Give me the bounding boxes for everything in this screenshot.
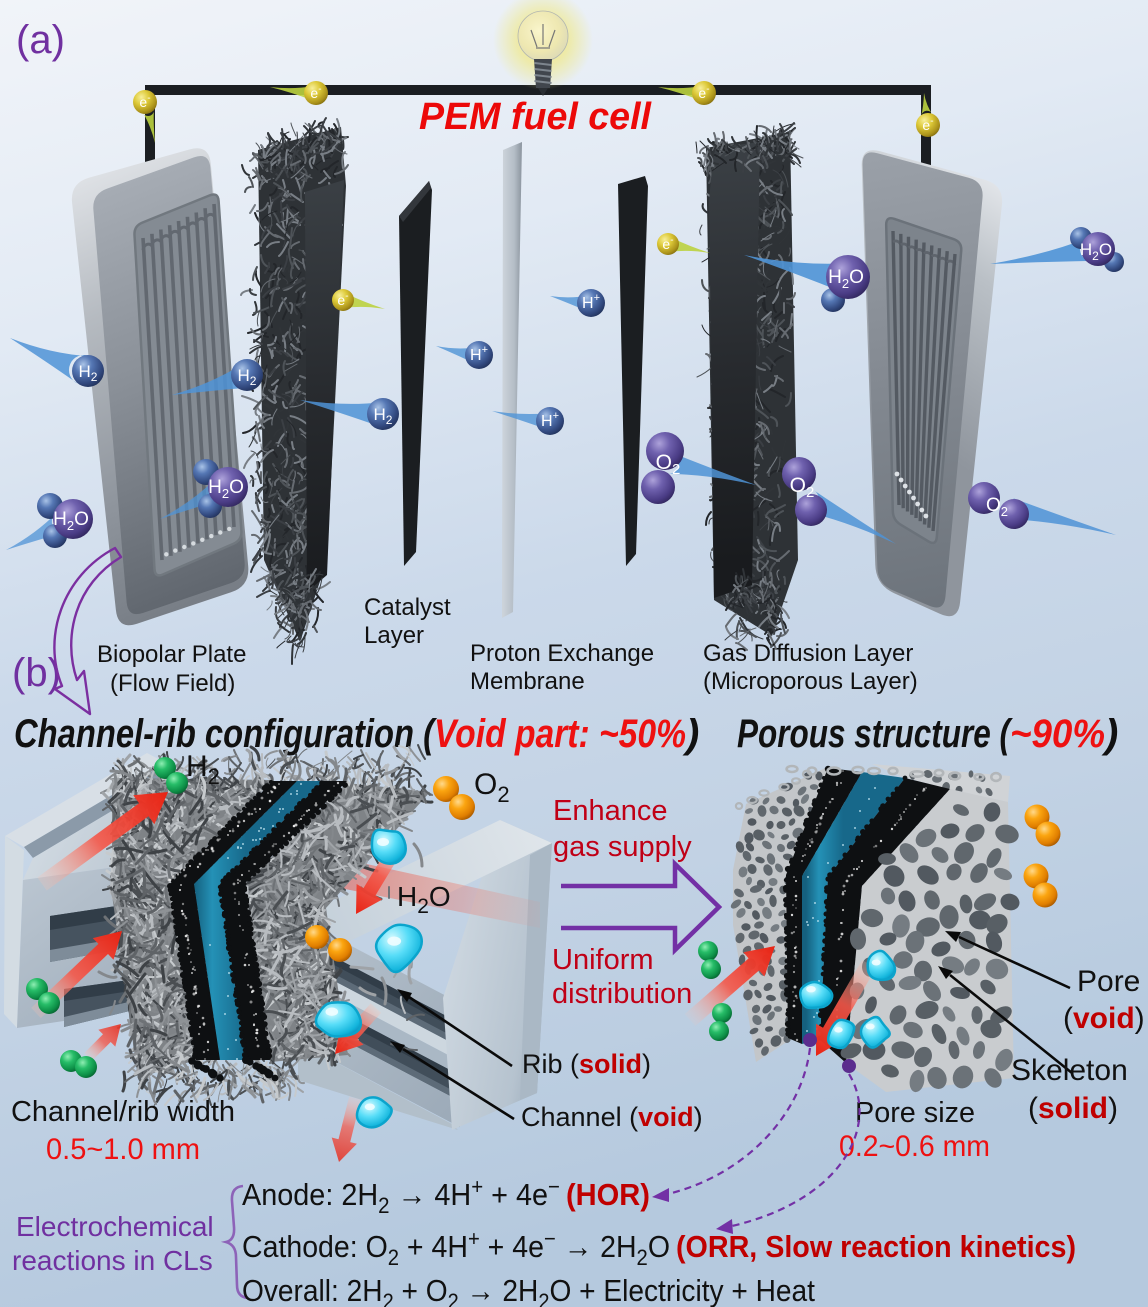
- svg-text:PEM fuel cell: PEM fuel cell: [419, 96, 652, 138]
- svg-text:Anode: 2H2 → 4H+ + 4e−: Anode: 2H2 → 4H+ + 4e−: [242, 1174, 560, 1218]
- svg-text:H2O: H2O: [1080, 240, 1112, 263]
- svg-text:Gas Diffusion Layer: Gas Diffusion Layer: [703, 640, 913, 667]
- svg-text:Porous structure (: Porous structure (: [737, 712, 1014, 756]
- svg-text:0.5~1.0 mm: 0.5~1.0 mm: [46, 1133, 200, 1166]
- svg-text:Void part: ~50%: Void part: ~50%: [434, 712, 686, 756]
- svg-text:e-: e-: [139, 93, 150, 110]
- svg-text:e-: e-: [922, 116, 933, 133]
- svg-text:Channel (void): Channel (void): [521, 1102, 703, 1132]
- svg-text:Enhance: Enhance: [553, 795, 668, 827]
- svg-text:(b): (b): [12, 651, 61, 695]
- svg-text:e-: e-: [662, 235, 673, 252]
- svg-text:(HOR): (HOR): [566, 1177, 650, 1212]
- svg-text:gas supply: gas supply: [553, 831, 692, 863]
- svg-text:e-: e-: [337, 291, 348, 308]
- svg-text:H2O: H2O: [397, 881, 451, 918]
- svg-text:Skeleton: Skeleton: [1011, 1054, 1128, 1087]
- svg-text:Biopolar Plate: Biopolar Plate: [97, 641, 246, 668]
- svg-text:Channel/rib width: Channel/rib width: [11, 1096, 235, 1128]
- svg-text:): ): [1101, 712, 1118, 756]
- svg-text:Pore size: Pore size: [855, 1097, 975, 1129]
- svg-text:(Flow Field): (Flow Field): [110, 670, 235, 697]
- svg-text:reactions in CLs: reactions in CLs: [12, 1245, 213, 1276]
- svg-text:Membrane: Membrane: [470, 668, 585, 695]
- svg-text:(void): (void): [1063, 1002, 1145, 1035]
- svg-text:Electrochemical: Electrochemical: [16, 1211, 214, 1242]
- svg-text:e-: e-: [698, 84, 709, 101]
- svg-text:distribution: distribution: [552, 978, 692, 1010]
- svg-text:(a): (a): [16, 18, 65, 62]
- svg-text:Rib (solid): Rib (solid): [522, 1049, 651, 1079]
- svg-text:Layer: Layer: [364, 622, 424, 649]
- svg-text:~90%: ~90%: [1010, 712, 1105, 756]
- svg-text:(solid): (solid): [1028, 1092, 1118, 1125]
- svg-text:(ORR, Slow reaction kinetics): (ORR, Slow reaction kinetics): [676, 1229, 1076, 1264]
- svg-text:Channel-rib configuration (: Channel-rib configuration (: [14, 712, 438, 756]
- svg-text:Proton Exchange: Proton Exchange: [470, 640, 654, 667]
- svg-text:(Microporous Layer): (Microporous Layer): [703, 668, 918, 695]
- svg-text:Uniform: Uniform: [552, 944, 654, 976]
- svg-text:e-: e-: [310, 84, 321, 101]
- svg-text:Cathode: O2 + 4H+ + 4e− → 2H2O: Cathode: O2 + 4H+ + 4e− → 2H2O: [242, 1226, 670, 1270]
- svg-text:): ): [682, 712, 699, 756]
- svg-text:Overall: 2H2 + O2 → 2H2O + Ele: Overall: 2H2 + O2 → 2H2O + Electricity +…: [242, 1273, 815, 1307]
- svg-text:0.2~0.6 mm: 0.2~0.6 mm: [839, 1130, 990, 1163]
- svg-text:Catalyst: Catalyst: [364, 594, 451, 621]
- svg-text:Pore: Pore: [1077, 965, 1140, 998]
